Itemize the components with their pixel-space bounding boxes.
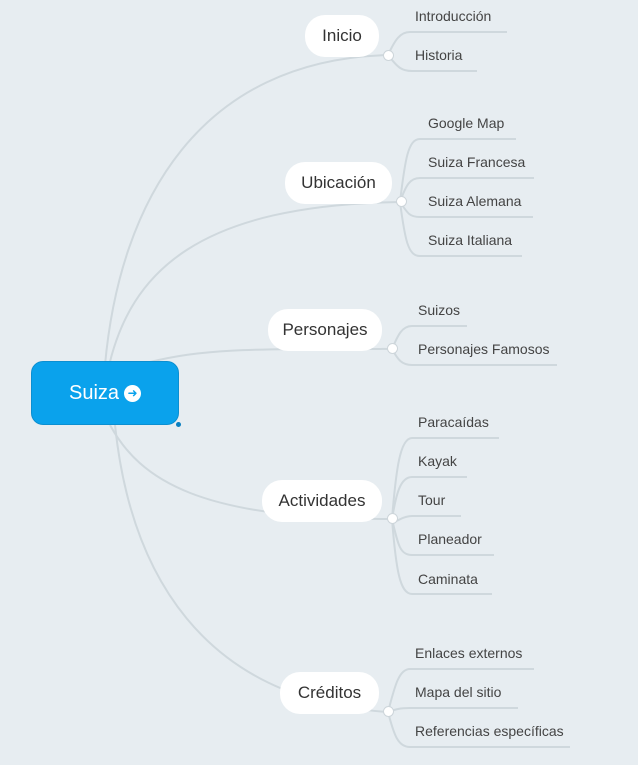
leaf-suiza-italiana[interactable]: Suiza Italiana bbox=[428, 232, 513, 248]
branch-label-personajes: Personajes bbox=[282, 320, 368, 339]
leaf-google-map[interactable]: Google Map bbox=[428, 115, 505, 131]
connector-root-ubicacion bbox=[107, 201, 401, 371]
connector-ubicacion-googlemap bbox=[399, 138, 516, 203]
connector-actividades-paracaidas bbox=[391, 437, 499, 520]
leaf-caminata[interactable]: Caminata bbox=[418, 571, 478, 587]
branch-label-actividades: Actividades bbox=[278, 491, 366, 510]
connector-root-creditos bbox=[114, 424, 389, 713]
leaf-historia[interactable]: Historia bbox=[415, 47, 463, 63]
leaf-planeador[interactable]: Planeador bbox=[418, 531, 482, 547]
branch-knob-ubicacion[interactable] bbox=[396, 196, 407, 207]
connector-actividades-caminata bbox=[391, 518, 492, 595]
branch-node-actividades[interactable]: Actividades bbox=[262, 480, 382, 522]
leaf-tour[interactable]: Tour bbox=[418, 492, 446, 508]
arrow-right-circle-icon[interactable]: ➜ bbox=[124, 384, 142, 402]
root-node[interactable]: Suiza ➜ bbox=[31, 361, 181, 427]
branch-knob-creditos[interactable] bbox=[383, 706, 394, 717]
branch-node-personajes[interactable]: Personajes bbox=[268, 309, 382, 351]
leaf-referencias-especificas[interactable]: Referencias específicas bbox=[415, 723, 564, 739]
branch-label-creditos: Créditos bbox=[297, 683, 362, 702]
branch-knob-personajes[interactable] bbox=[387, 343, 398, 354]
connector-creditos-mapa bbox=[387, 707, 518, 713]
leaf-kayak[interactable]: Kayak bbox=[418, 453, 457, 469]
leaf-suiza-alemana[interactable]: Suiza Alemana bbox=[428, 193, 522, 209]
branch-node-creditos[interactable]: Créditos bbox=[280, 672, 379, 714]
resize-handle[interactable] bbox=[176, 422, 181, 427]
branch-node-inicio[interactable]: Inicio bbox=[305, 15, 379, 57]
connector-actividades-planeador bbox=[391, 518, 494, 556]
leaf-paracaidas[interactable]: Paracaídas bbox=[418, 414, 489, 430]
leaf-mapa-del-sitio[interactable]: Mapa del sitio bbox=[415, 684, 502, 700]
branch-knob-actividades[interactable] bbox=[387, 513, 398, 524]
leaf-suizos[interactable]: Suizos bbox=[418, 302, 461, 318]
leaf-introduccion[interactable]: Introducción bbox=[415, 8, 492, 24]
branch-label-inicio: Inicio bbox=[322, 26, 362, 45]
leaf-suiza-francesa[interactable]: Suiza Francesa bbox=[428, 154, 526, 170]
connector-creditos-enlaces bbox=[387, 668, 534, 713]
branch-knob-inicio[interactable] bbox=[383, 50, 394, 61]
branch-node-ubicacion[interactable]: Ubicación bbox=[285, 162, 392, 204]
root-label: Suiza bbox=[68, 381, 120, 404]
connector-creditos-referencias bbox=[387, 711, 570, 748]
leaf-enlaces-externos[interactable]: Enlaces externos bbox=[415, 645, 523, 661]
connector-actividades-kayak bbox=[391, 476, 467, 520]
connector-ubicacion-italiana bbox=[399, 201, 522, 257]
connector-root-inicio bbox=[104, 54, 389, 366]
connector-actividades-tour bbox=[391, 515, 461, 523]
leaf-personajes-famosos[interactable]: Personajes Famosos bbox=[418, 341, 550, 357]
branch-label-ubicacion: Ubicación bbox=[301, 173, 376, 192]
